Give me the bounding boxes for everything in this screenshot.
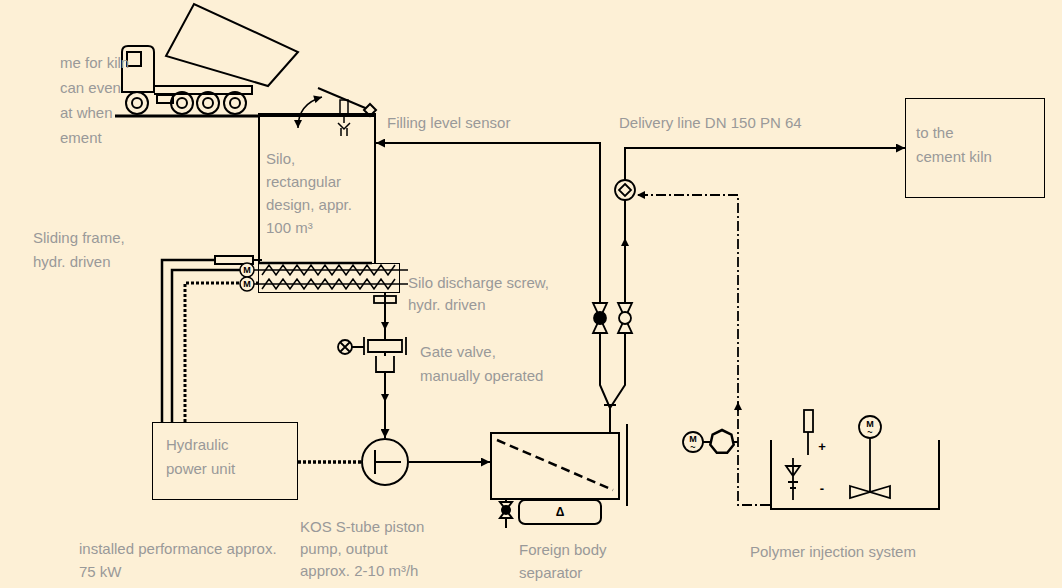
motor-symbol: M: [243, 280, 251, 289]
screw-motors: [240, 277, 254, 291]
separator-internals: [626, 424, 628, 506]
polarity-mark: +: [818, 440, 826, 453]
silo-lid-flap: [298, 88, 376, 128]
polymer-tank-internals: [807, 432, 809, 455]
delivery-valves: [618, 303, 632, 333]
pump-piston: [375, 450, 401, 474]
polymer-dosing-line: [683, 432, 703, 452]
node-note: installed performance approx. 75 kW: [79, 537, 279, 583]
screw-motors: [240, 263, 254, 277]
cropped-note: me for kiln can even at when ement: [60, 50, 130, 150]
screw-motors: [240, 263, 254, 291]
gate-valve-symbol: [384, 318, 386, 330]
pipe-connector: [376, 143, 610, 432]
pressure-symbol: Δ: [556, 506, 565, 518]
separator-internals: [497, 440, 613, 490]
node-label: KOS S-tube piston pump, output approx. 2…: [300, 516, 440, 582]
sliding-frame: [172, 270, 240, 422]
tipper-truck: [132, 98, 142, 108]
tipper-truck: [126, 92, 148, 114]
polymer-tank-internals: [804, 410, 813, 432]
delivery-valves: [619, 184, 631, 196]
node-label: to the cement kiln: [916, 121, 1004, 169]
separator-internals: [519, 500, 601, 524]
tipper-truck: [177, 98, 187, 108]
delivery-valves: [593, 303, 607, 333]
ac-symbol: ~: [867, 428, 872, 437]
gate-valve-symbol: [338, 296, 406, 402]
filling-level-sensor-symbol: [338, 114, 350, 136]
node-label: Silo discharge screw, hydr. driven: [408, 272, 578, 316]
polymer-tank-internals: [850, 486, 890, 498]
delivery-valves: [624, 238, 626, 248]
sliding-frame: [162, 260, 215, 422]
polymer-dosing-line: [637, 195, 770, 505]
gate-valve-symbol: [340, 342, 364, 352]
discharge-screw: [254, 265, 408, 289]
gate-valve-symbol: [376, 356, 394, 372]
polymer-tank: Polymer injection system: [770, 440, 940, 510]
tipper-truck: [171, 92, 193, 114]
filling-level-sensor-symbol: [340, 100, 348, 114]
separator-internals: [604, 404, 616, 406]
hydraulic-line: [298, 460, 361, 464]
delivery-valves: [593, 180, 635, 333]
hydraulic-unit-box: Hydraulic power unitinstalled performanc…: [152, 422, 298, 500]
delivery-valves: [619, 312, 631, 324]
part-label: Sliding frame, hydr. driven: [33, 226, 138, 274]
screw-housing: Silo discharge screw, hydr. driven: [258, 263, 400, 293]
motor-symbol: M: [243, 266, 251, 275]
kiln-box: to the cement kiln: [905, 98, 1045, 198]
separator-internals: [502, 506, 510, 514]
tipper-truck: [203, 98, 213, 108]
silo-box: Silo, rectangular design, appr. 100 m³: [258, 113, 376, 263]
ac-symbol: ~: [690, 443, 695, 452]
pump-circle: [362, 439, 408, 485]
pump-symbol: [361, 438, 409, 486]
gate-valve-symbol: [374, 296, 396, 303]
hydraulic-line: [185, 283, 258, 422]
polymer-dosing-line: [710, 430, 733, 453]
polymer-tank-internals: [786, 410, 890, 500]
sensor-label: Filling level sensor: [387, 114, 510, 131]
polymer-tank-internals: [869, 438, 871, 492]
node-label: Foreign body separator: [519, 538, 629, 584]
part-label: Gate valve, manually operated: [420, 340, 550, 388]
gate-valve-symbol: [384, 390, 386, 402]
piston-pump: KOS S-tube piston pump, output approx. 2…: [361, 438, 409, 486]
polymer-tank-internals: [859, 416, 881, 438]
separator-internals: [500, 502, 512, 518]
tipper-truck: [166, 4, 298, 86]
discharge-screw: [262, 265, 395, 275]
silo-lid-flap: [318, 88, 370, 110]
node-label: Polymer injection system: [750, 540, 970, 563]
node-label: Silo, rectangular design, appr. 100 m³: [266, 147, 370, 239]
discharge-screw: [262, 279, 395, 289]
node-label: Hydraulic power unit: [166, 433, 261, 481]
delivery-valves: [615, 180, 635, 200]
pipe-connector: [610, 148, 905, 432]
delivery-valves: [594, 312, 606, 324]
line-label: Delivery line DN 150 PN 64: [619, 114, 802, 131]
tipper-truck: [115, 4, 298, 116]
tipper-truck: [197, 92, 219, 114]
tipper-truck: [230, 98, 240, 108]
polymer-tank-internals: [786, 458, 800, 500]
tipper-truck: [224, 92, 246, 114]
pipe-connector: [409, 461, 490, 463]
filling-level-sensor-symbol: [338, 100, 350, 136]
polymer-dosing-line: [637, 195, 770, 505]
polarity-mark: -: [820, 482, 824, 495]
separator-box: Foreign body separator: [490, 432, 620, 500]
gate-valve-symbol: [364, 337, 406, 355]
separator-internals: [497, 405, 627, 528]
gate-valve-symbol: [368, 340, 402, 352]
polymer-dosing-line: [737, 402, 739, 414]
